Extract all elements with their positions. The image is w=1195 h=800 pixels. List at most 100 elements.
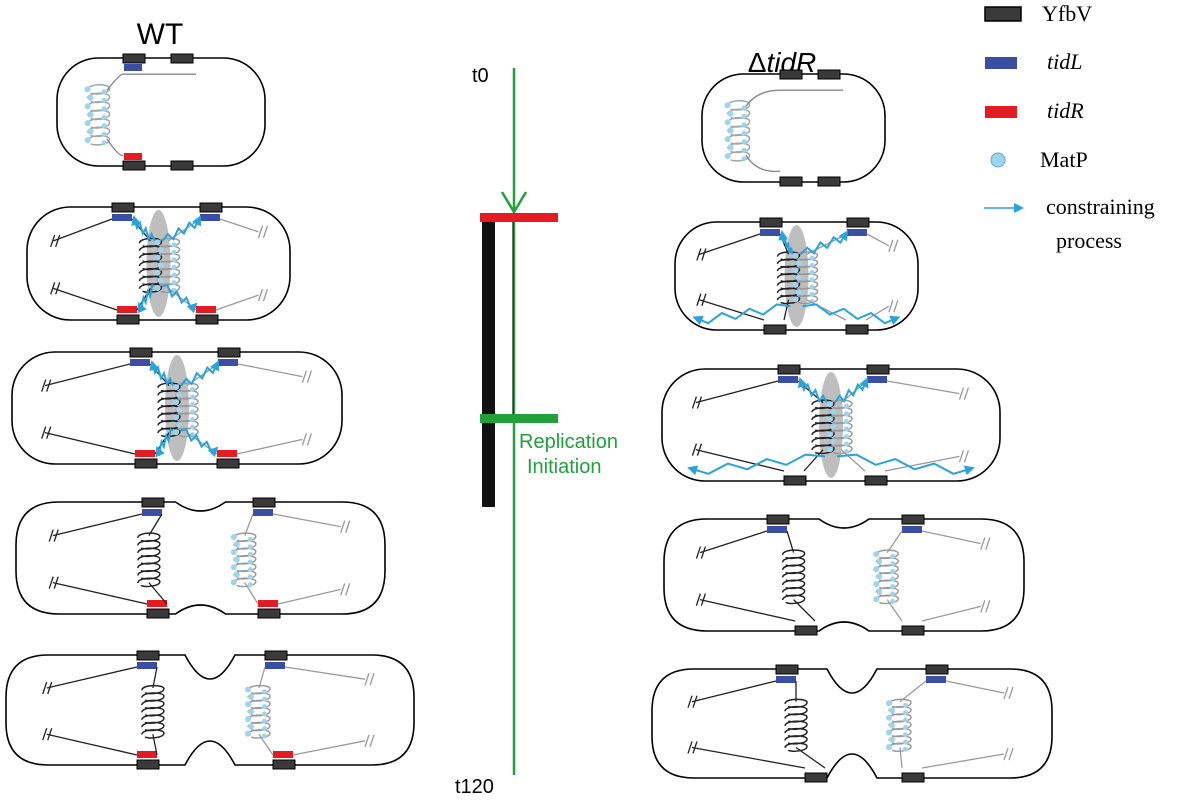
matp-dot xyxy=(741,113,747,119)
matp-dot xyxy=(886,744,892,751)
matp-dot xyxy=(101,131,107,137)
yfbv-box xyxy=(763,324,787,335)
cell-outline xyxy=(674,221,919,331)
matp-dot xyxy=(171,264,177,270)
matp-dot xyxy=(724,136,731,143)
legend-tidr-swatch xyxy=(985,106,1017,118)
matp-dot xyxy=(171,249,177,255)
tidl-marker xyxy=(253,509,273,516)
mutant-cell-4 xyxy=(663,514,1025,636)
yfbv-box xyxy=(170,53,194,64)
tidr-marker xyxy=(137,751,157,758)
matp-dot xyxy=(873,596,880,603)
constraining-arrow xyxy=(692,303,791,326)
matp-dot xyxy=(890,553,896,559)
yfbv-box xyxy=(864,475,888,486)
yfbv-box xyxy=(846,217,870,228)
matp-dot xyxy=(903,702,908,708)
matp-dot xyxy=(157,277,164,284)
matp-dot xyxy=(741,156,747,162)
dna-break-mark xyxy=(364,734,375,748)
dna-break-mark xyxy=(696,248,707,261)
matp-dot xyxy=(247,551,253,557)
chromosome-coil xyxy=(137,532,161,588)
cell-diagrams xyxy=(5,53,1053,783)
matp-dot xyxy=(154,284,161,291)
matp-dot xyxy=(154,269,161,276)
matp-dot xyxy=(873,581,880,588)
matp-dot xyxy=(795,260,802,267)
matp-dot xyxy=(886,729,892,736)
wt-cell-5 xyxy=(5,650,415,770)
cell-outline xyxy=(5,654,415,766)
matp-dot xyxy=(844,403,849,409)
yfbv-box xyxy=(199,202,223,213)
matp-dot xyxy=(84,137,91,144)
yfbv-box xyxy=(817,176,841,187)
matp-dot xyxy=(886,700,892,707)
chromosome-arm xyxy=(44,363,170,387)
matp-dot xyxy=(261,696,267,702)
dna-break-mark xyxy=(301,370,313,383)
dna-break-mark xyxy=(42,681,53,695)
chromosome-coil xyxy=(888,698,912,752)
matp-dot xyxy=(890,576,896,582)
yfbv-box xyxy=(272,759,296,770)
chromosome-coil xyxy=(247,684,271,739)
chromosome-arm xyxy=(695,449,824,472)
matp-dot xyxy=(903,717,908,723)
dna-break-mark xyxy=(340,583,351,596)
matp-dot xyxy=(247,536,253,542)
matp-dot xyxy=(792,281,799,288)
chromosome-coil xyxy=(829,399,853,455)
chromosome-coil xyxy=(781,549,806,605)
chromosome-coil xyxy=(141,684,165,739)
dna-break-mark xyxy=(340,520,351,533)
matp-dot xyxy=(890,583,896,589)
constraining-arrow xyxy=(155,428,174,458)
matp-dot xyxy=(261,703,267,709)
chromosome-arm xyxy=(244,582,341,605)
matp-dot xyxy=(741,130,747,136)
matp-dot xyxy=(809,270,815,276)
chromosome-arm xyxy=(46,666,158,689)
chromosome-coil xyxy=(175,382,199,438)
tidr-marker xyxy=(117,306,137,313)
matp-dot xyxy=(876,558,883,565)
constraining-arrow xyxy=(836,453,975,476)
yfbv-box xyxy=(217,347,241,358)
tidl-marker xyxy=(926,676,946,683)
matp-dot xyxy=(176,406,182,413)
dna-break-mark xyxy=(888,239,899,252)
matp-dot xyxy=(247,566,253,572)
matp-dot xyxy=(795,289,802,296)
cell-outline xyxy=(15,501,386,615)
constraining-arrow xyxy=(797,377,828,404)
yfbv-box xyxy=(136,650,160,661)
matp-dot xyxy=(261,711,267,717)
matp-dot xyxy=(173,414,179,421)
matp-dot xyxy=(157,247,164,254)
wt-title: WT xyxy=(137,18,184,51)
chromosome-arm xyxy=(106,73,196,91)
matp-dot xyxy=(809,255,815,261)
matp-dot xyxy=(84,103,91,110)
matp-dot xyxy=(233,556,240,563)
matp-dot xyxy=(230,579,237,586)
tidl-marker xyxy=(776,676,796,683)
matp-dot xyxy=(247,574,253,580)
matp-dot xyxy=(261,726,267,732)
chromosome-coil xyxy=(86,84,111,146)
dna-break-mark xyxy=(958,450,970,463)
dna-break-mark xyxy=(958,387,970,400)
tidr-marker xyxy=(217,450,237,457)
matp-dot xyxy=(827,446,833,453)
constraining-arrow xyxy=(687,453,826,476)
yfbv-box xyxy=(141,497,165,508)
timeline-end-label: t120 xyxy=(455,776,494,798)
matp-dot xyxy=(247,544,253,550)
yfbv-box xyxy=(866,364,890,375)
mutant-title: ΔtidR xyxy=(748,47,817,78)
matp-dot xyxy=(844,426,849,432)
mutant-cell-1 xyxy=(701,69,886,187)
